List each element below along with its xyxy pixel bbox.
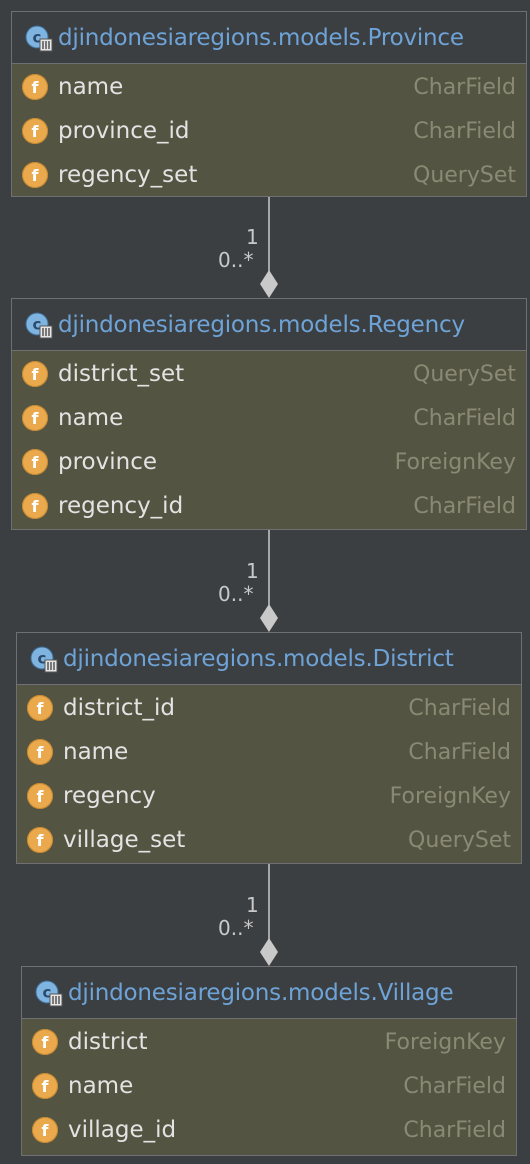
field-icon: f — [27, 827, 53, 853]
connector-province-regency[interactable] — [260, 197, 278, 298]
field-row[interactable]: f name CharField — [12, 65, 526, 109]
field-row[interactable]: f district_id CharField — [17, 686, 521, 730]
class-box-district[interactable]: c djindonesiaregions.models.District f d… — [16, 632, 522, 864]
multiplicity-lower: 0..* — [218, 248, 254, 272]
svg-text:c: c — [33, 315, 42, 333]
field-icon: f — [27, 783, 53, 809]
field-type: CharField — [408, 739, 511, 765]
class-header: c djindonesiaregions.models.Village — [22, 967, 516, 1019]
multiplicity-upper: 1 — [246, 559, 259, 583]
class-icon: c — [25, 25, 53, 51]
field-name: village_id — [68, 1117, 177, 1143]
field-type: ForeignKey — [394, 449, 516, 475]
field-row[interactable]: f village_id CharField — [22, 1108, 516, 1152]
field-type: CharField — [403, 1073, 506, 1099]
connector-district-village[interactable] — [260, 864, 278, 966]
field-row[interactable]: f name CharField — [12, 396, 526, 440]
field-icon: f — [22, 449, 48, 475]
field-icon: f — [22, 118, 48, 144]
multiplicity-lower: 0..* — [218, 916, 254, 940]
field-icon: f — [27, 739, 53, 765]
field-row[interactable]: f name CharField — [17, 730, 521, 774]
field-icon: f — [22, 405, 48, 431]
field-type: ForeignKey — [389, 783, 511, 809]
field-name: name — [63, 739, 129, 765]
field-row[interactable]: f province_id CharField — [12, 109, 526, 153]
field-type: CharField — [413, 405, 516, 431]
class-title: djindonesiaregions.models.Province — [58, 24, 464, 51]
field-name: province — [58, 449, 157, 475]
field-name: district_id — [63, 695, 175, 721]
connector-regency-district[interactable] — [260, 530, 278, 632]
class-title: djindonesiaregions.models.Regency — [58, 311, 465, 338]
multiplicity-upper: 1 — [246, 893, 259, 917]
field-row[interactable]: f province ForeignKey — [12, 440, 526, 484]
field-type: ForeignKey — [384, 1029, 506, 1055]
multiplicity-lower: 0..* — [218, 582, 254, 606]
field-name: name — [58, 74, 124, 100]
field-icon: f — [32, 1029, 58, 1055]
field-name: district — [68, 1029, 148, 1055]
field-type: QuerySet — [413, 162, 516, 188]
field-type: CharField — [408, 695, 511, 721]
field-type: CharField — [413, 74, 516, 100]
field-row[interactable]: f name CharField — [22, 1064, 516, 1108]
class-header: c djindonesiaregions.models.Regency — [12, 299, 526, 351]
field-icon: f — [22, 162, 48, 188]
field-icon: f — [32, 1117, 58, 1143]
field-row[interactable]: f district_set QuerySet — [12, 352, 526, 396]
class-icon: c — [25, 312, 53, 338]
class-box-village[interactable]: c djindonesiaregions.models.Village f di… — [21, 966, 517, 1156]
svg-text:c: c — [43, 983, 52, 1001]
field-icon: f — [22, 361, 48, 387]
composition-diamond-icon — [260, 604, 278, 632]
field-icon: f — [22, 493, 48, 519]
multiplicity-upper: 1 — [246, 225, 259, 249]
svg-text:c: c — [33, 28, 42, 46]
class-header: c djindonesiaregions.models.Province — [12, 12, 526, 64]
field-name: regency_id — [58, 493, 184, 519]
field-name: village_set — [63, 827, 186, 853]
field-name: district_set — [58, 361, 185, 387]
field-name: name — [58, 405, 124, 431]
class-title: djindonesiaregions.models.Village — [68, 979, 454, 1006]
field-type: CharField — [413, 118, 516, 144]
class-icon: c — [30, 646, 58, 672]
class-title: djindonesiaregions.models.District — [63, 645, 454, 672]
field-name: name — [68, 1073, 134, 1099]
field-type: CharField — [413, 493, 516, 519]
field-icon: f — [32, 1073, 58, 1099]
field-row[interactable]: f district ForeignKey — [22, 1020, 516, 1064]
field-row[interactable]: f village_set QuerySet — [17, 818, 521, 862]
class-box-province[interactable]: c djindonesiaregions.models.Province f n… — [11, 11, 527, 197]
field-icon: f — [27, 695, 53, 721]
class-box-regency[interactable]: c djindonesiaregions.models.Regency f di… — [11, 298, 527, 530]
field-type: QuerySet — [408, 827, 511, 853]
field-row[interactable]: f regency_set QuerySet — [12, 153, 526, 197]
field-row[interactable]: f regency_id CharField — [12, 484, 526, 528]
field-name: province_id — [58, 118, 190, 144]
field-name: regency — [63, 783, 156, 809]
field-icon: f — [22, 74, 48, 100]
composition-diamond-icon — [260, 938, 278, 966]
field-name: regency_set — [58, 162, 198, 188]
field-type: QuerySet — [413, 361, 516, 387]
class-header: c djindonesiaregions.models.District — [17, 633, 521, 685]
class-icon: c — [35, 980, 63, 1006]
composition-diamond-icon — [260, 270, 278, 298]
svg-text:c: c — [38, 649, 47, 667]
field-row[interactable]: f regency ForeignKey — [17, 774, 521, 818]
field-type: CharField — [403, 1117, 506, 1143]
